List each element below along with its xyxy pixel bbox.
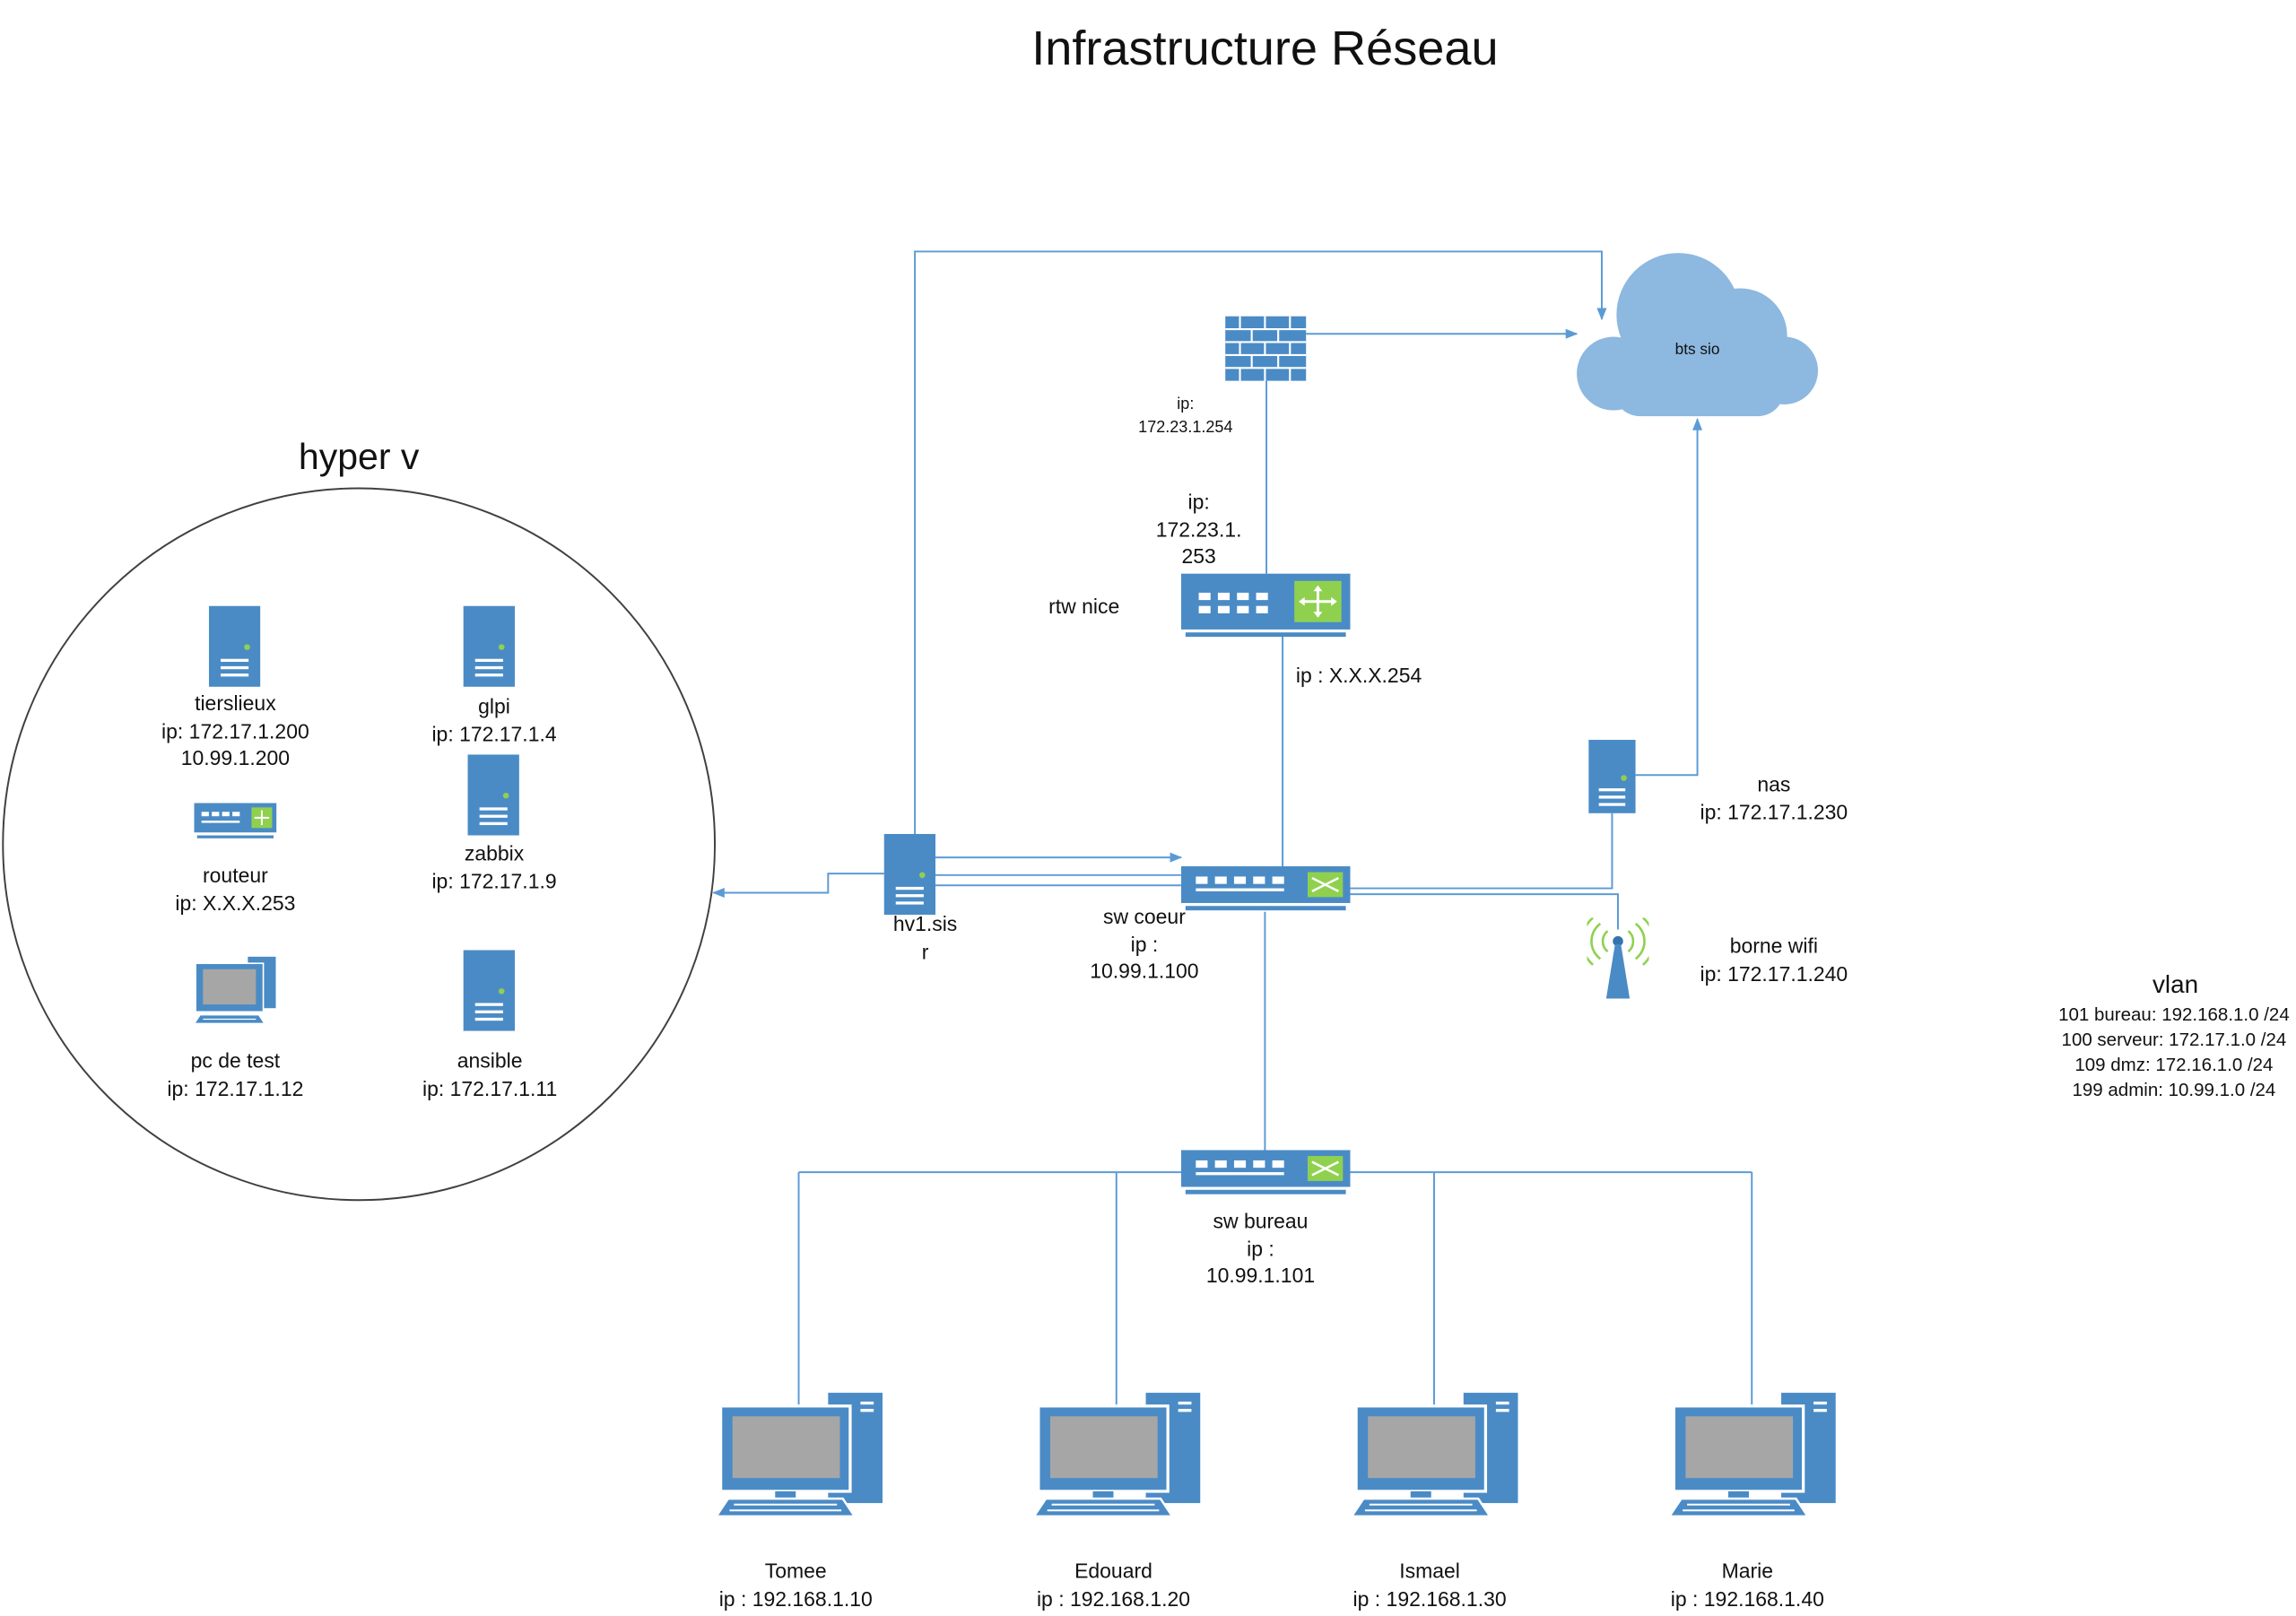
sw-coeur-ip: 10.99.1.100 xyxy=(1090,959,1199,983)
router-ip-top-1: ip: xyxy=(1187,490,1210,514)
vm-pc-de-test-label: pc de test ip: 172.17.1.12 xyxy=(167,1047,303,1102)
hv1-name-2: r xyxy=(921,939,929,963)
sw-bureau-name: sw bureau xyxy=(1213,1209,1309,1233)
router-icon xyxy=(1180,573,1351,638)
vm-tierslieux-label: tierslieux ip: 172.17.1.200 10.99.1.200 xyxy=(161,690,309,771)
sw-coeur-label: sw coeur ip : 10.99.1.100 xyxy=(1090,903,1198,985)
vm-zabbix-name: zabbix xyxy=(464,841,525,865)
sw-coeur-icon xyxy=(1180,865,1351,911)
pc-tomee-icon xyxy=(714,1393,883,1518)
vm-tierslieux-name: tierslieux xyxy=(195,691,276,716)
cloud-icon xyxy=(1577,253,1819,417)
vm-routeur-name: routeur xyxy=(203,863,268,887)
pc-ismael-name: Ismael xyxy=(1399,1559,1460,1583)
link-hv1-cloud xyxy=(914,250,1607,842)
vlan-item: 109 dmz: 172.16.1.0 /24 xyxy=(2074,1054,2274,1075)
pc-ismael-label: Ismael ip : 192.168.1.30 xyxy=(1353,1558,1507,1612)
pc-ismael-icon xyxy=(1349,1393,1518,1518)
pc-tomee-ip: ip : 192.168.1.10 xyxy=(718,1586,873,1610)
vlan-title: vlan xyxy=(2152,970,2199,999)
hv1-server-icon xyxy=(883,833,936,916)
router-ip-top-3: 253 xyxy=(1181,543,1216,569)
hv1-name-1: hv1.sis xyxy=(892,911,958,936)
vm-tierslieux-ip2: 10.99.1.200 xyxy=(180,745,291,769)
nas-ip: ip: 172.17.1.230 xyxy=(1700,799,1848,823)
pc-edouard-icon xyxy=(1031,1393,1201,1518)
sw-bureau-label: sw bureau ip : 10.99.1.101 xyxy=(1206,1207,1315,1289)
pc-ismael-ip: ip : 192.168.1.30 xyxy=(1352,1586,1507,1610)
nas-label: nas ip: 172.17.1.230 xyxy=(1700,770,1848,825)
nas-server-icon xyxy=(1588,739,1636,813)
wifi-antenna-icon xyxy=(1587,917,1649,999)
sw-bureau-icon xyxy=(1180,1150,1351,1195)
sw-coeur-ip-label: ip : xyxy=(1130,931,1159,956)
pc-marie-name: Marie xyxy=(1721,1559,1774,1583)
wifi-ip: ip: 172.17.1.240 xyxy=(1700,960,1848,985)
nas-name: nas xyxy=(1757,772,1791,796)
link-nas-cloud xyxy=(1635,418,1703,777)
pc-de-test-icon xyxy=(192,956,278,1025)
ansible-server-icon xyxy=(463,950,515,1031)
vm-routeur-ip: ip: X.X.X.253 xyxy=(175,891,296,915)
vm-pc-de-test-name: pc de test xyxy=(190,1048,281,1073)
hv1-label: hv1.sis r xyxy=(893,910,957,965)
hyperv-title: hyper v xyxy=(298,437,420,478)
pc-marie-label: Marie ip : 192.168.1.40 xyxy=(1671,1558,1824,1612)
sw-bureau-ip-label: ip : xyxy=(1247,1236,1274,1260)
router-name: rtw nice xyxy=(1048,594,1120,618)
vm-glpi-label: glpi ip: 172.17.1.4 xyxy=(431,692,556,747)
cloud-label: bts sio xyxy=(1674,341,1720,360)
wifi-label: borne wifi ip: 172.17.1.240 xyxy=(1700,933,1848,987)
pc-marie-ip: ip : 192.168.1.40 xyxy=(1670,1586,1824,1610)
link-swcoeur-nas xyxy=(1348,812,1613,890)
firewall-ip-prefix: ip: xyxy=(1177,395,1195,413)
vlan-item: 199 admin: 10.99.1.0 /24 xyxy=(2072,1079,2276,1100)
pc-tomee-name: Tomee xyxy=(764,1559,827,1583)
hyperv-circle xyxy=(2,487,717,1202)
vlan-list: 101 bureau: 192.168.1.0 /24 100 serveur:… xyxy=(2058,1003,2290,1103)
vm-ansible-ip: ip: 172.17.1.11 xyxy=(422,1075,558,1099)
glpi-server-icon xyxy=(463,605,515,687)
routeur-vm-icon xyxy=(194,803,277,838)
router-ip-top-2: 172.23.1. xyxy=(1155,517,1242,541)
vm-glpi-name: glpi xyxy=(478,694,510,718)
vm-pc-de-test-ip: ip: 172.17.1.12 xyxy=(167,1075,304,1099)
link-swcoeur-wifi xyxy=(1348,893,1619,930)
vm-glpi-ip: ip: 172.17.1.4 xyxy=(431,721,557,745)
vm-ansible-name: ansible xyxy=(457,1048,523,1073)
vm-ansible-label: ansible ip: 172.17.1.11 xyxy=(422,1047,557,1102)
sw-bureau-ip: 10.99.1.101 xyxy=(1205,1263,1316,1287)
tierslieux-server-icon xyxy=(208,605,261,687)
page-title: Infrastructure Réseau xyxy=(1031,20,1499,75)
router-ip-bottom: ip : X.X.X.254 xyxy=(1295,663,1422,687)
vlan-item: 100 serveur: 172.17.1.0 /24 xyxy=(2061,1030,2287,1050)
pc-tomee-label: Tomee ip : 192.168.1.10 xyxy=(719,1558,873,1612)
zabbix-server-icon xyxy=(467,754,519,836)
pc-edouard-label: Edouard ip : 192.168.1.20 xyxy=(1037,1558,1190,1612)
pc-marie-icon xyxy=(1667,1393,1836,1518)
firewall-icon xyxy=(1225,316,1307,381)
pc-edouard-ip: ip : 192.168.1.20 xyxy=(1036,1586,1191,1610)
link-hv1-hyperv xyxy=(712,873,884,898)
vm-tierslieux-ip: ip: 172.17.1.200 xyxy=(161,718,309,743)
vm-routeur-label: routeur ip: X.X.X.253 xyxy=(175,862,295,917)
firewall-ip-value: 172.23.1.254 xyxy=(1138,419,1233,438)
firewall-ip-label: ip: 172.23.1.254 xyxy=(1138,393,1232,439)
vm-zabbix-ip: ip: 172.17.1.9 xyxy=(431,868,557,892)
wifi-name: borne wifi xyxy=(1729,934,1818,958)
vm-zabbix-label: zabbix ip: 172.17.1.9 xyxy=(431,839,556,894)
vlan-item: 101 bureau: 192.168.1.0 /24 xyxy=(2058,1004,2290,1026)
router-ip-top: ip: 172.23.1. 253 xyxy=(1156,488,1242,569)
sw-coeur-name: sw coeur xyxy=(1102,904,1186,928)
pc-edouard-name: Edouard xyxy=(1074,1559,1152,1583)
